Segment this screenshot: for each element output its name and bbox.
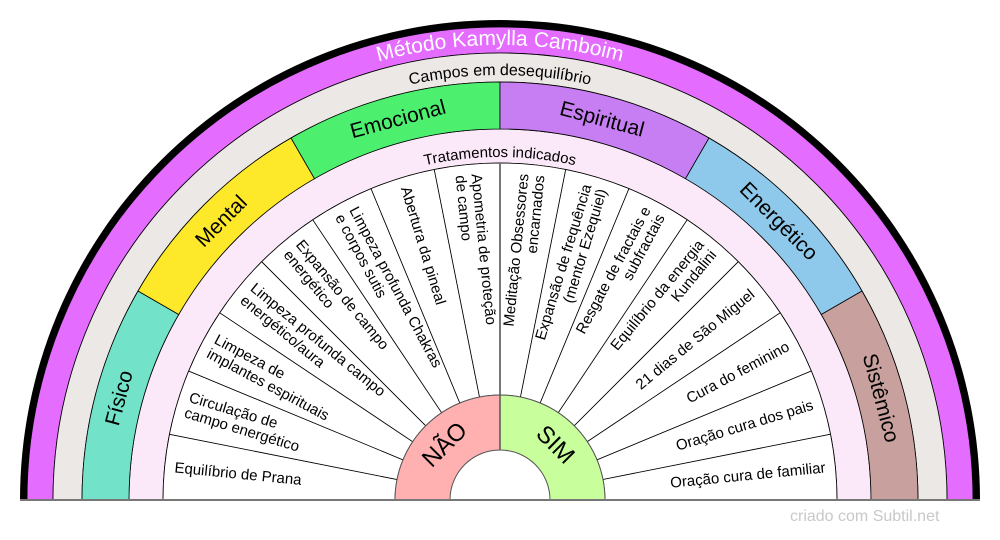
watermark: criado com Subtil.net [790, 508, 940, 525]
answer-no-segment[interactable] [394, 394, 501, 501]
treatment-line: de campo [452, 175, 475, 242]
answer-yes-segment[interactable] [499, 394, 606, 501]
